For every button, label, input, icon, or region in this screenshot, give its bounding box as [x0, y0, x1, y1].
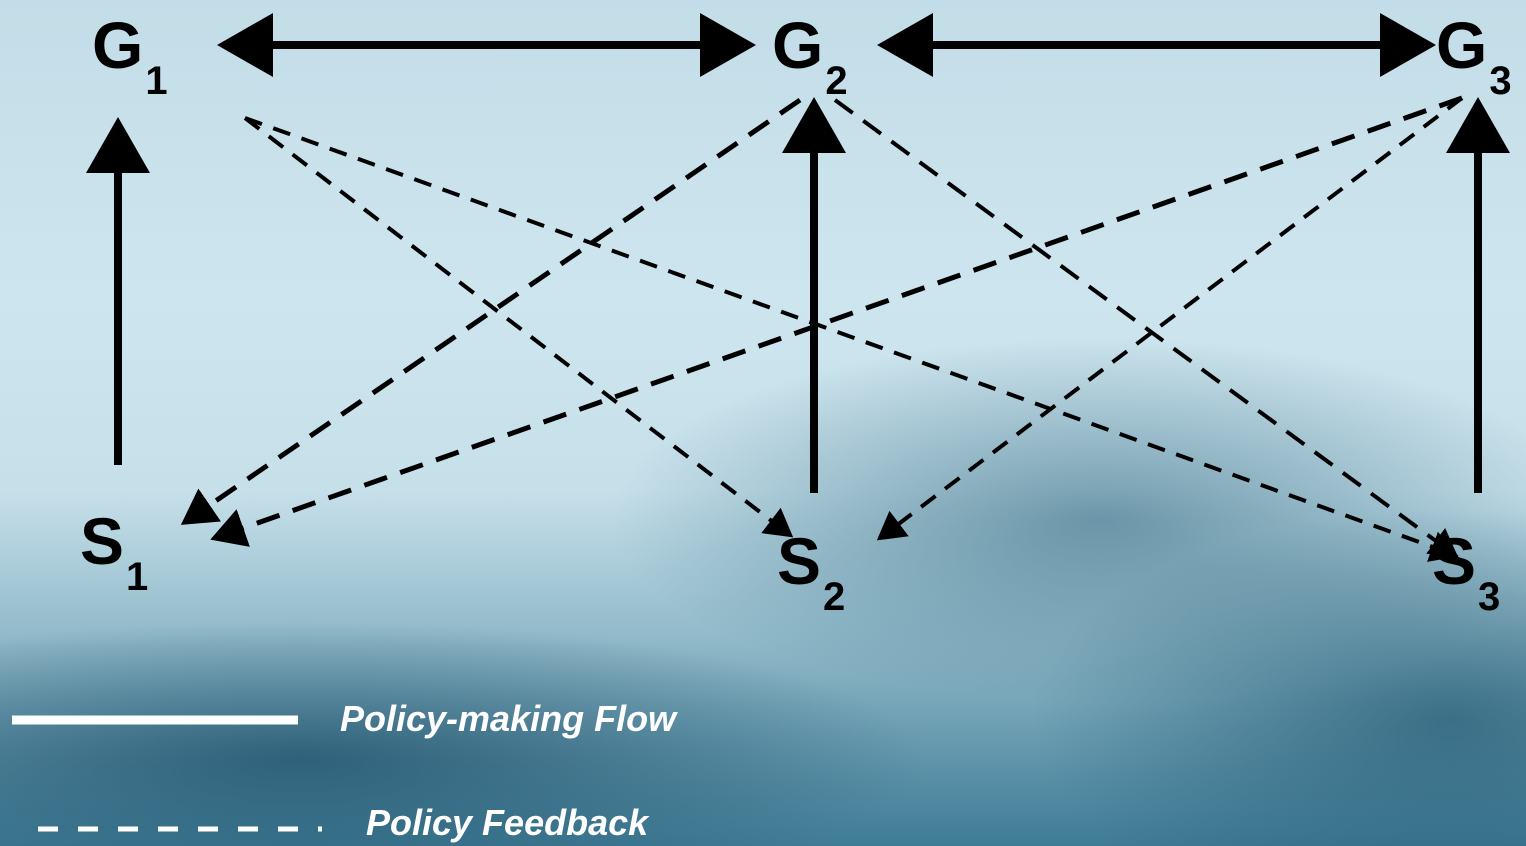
feedback-g3-s2 — [876, 96, 1464, 541]
node-s1: S1 — [80, 508, 148, 597]
node-s2-letter: S — [777, 524, 822, 598]
node-s1-letter: S — [80, 504, 125, 578]
feedback-g2-s1 — [180, 97, 802, 525]
node-s2-sub: 2 — [823, 575, 846, 619]
node-s3: S3 — [1432, 528, 1500, 617]
legend-policy-making-flow: Policy-making Flow — [340, 698, 677, 739]
node-s3-letter: S — [1432, 524, 1477, 598]
feedback-g3-s1 — [210, 95, 1463, 547]
node-g2: G2 — [772, 12, 848, 101]
node-s3-sub: 3 — [1478, 575, 1501, 619]
node-g1-letter: G — [92, 8, 144, 82]
node-g1-sub: 1 — [145, 59, 168, 103]
node-g3-sub: 3 — [1489, 59, 1512, 103]
node-g2-sub: 2 — [825, 59, 848, 103]
node-g2-letter: G — [772, 8, 824, 82]
feedback-g1-s2 — [243, 116, 794, 538]
node-g3: G3 — [1436, 12, 1512, 101]
feedback-g2-s3 — [833, 98, 1459, 558]
node-s2: S2 — [777, 528, 845, 617]
feedback-g1-s3 — [244, 116, 1459, 562]
legend-policy-feedback: Policy Feedback — [366, 802, 649, 843]
node-g1: G1 — [92, 12, 168, 101]
node-g3-letter: G — [1436, 8, 1488, 82]
node-s1-sub: 1 — [126, 555, 149, 599]
